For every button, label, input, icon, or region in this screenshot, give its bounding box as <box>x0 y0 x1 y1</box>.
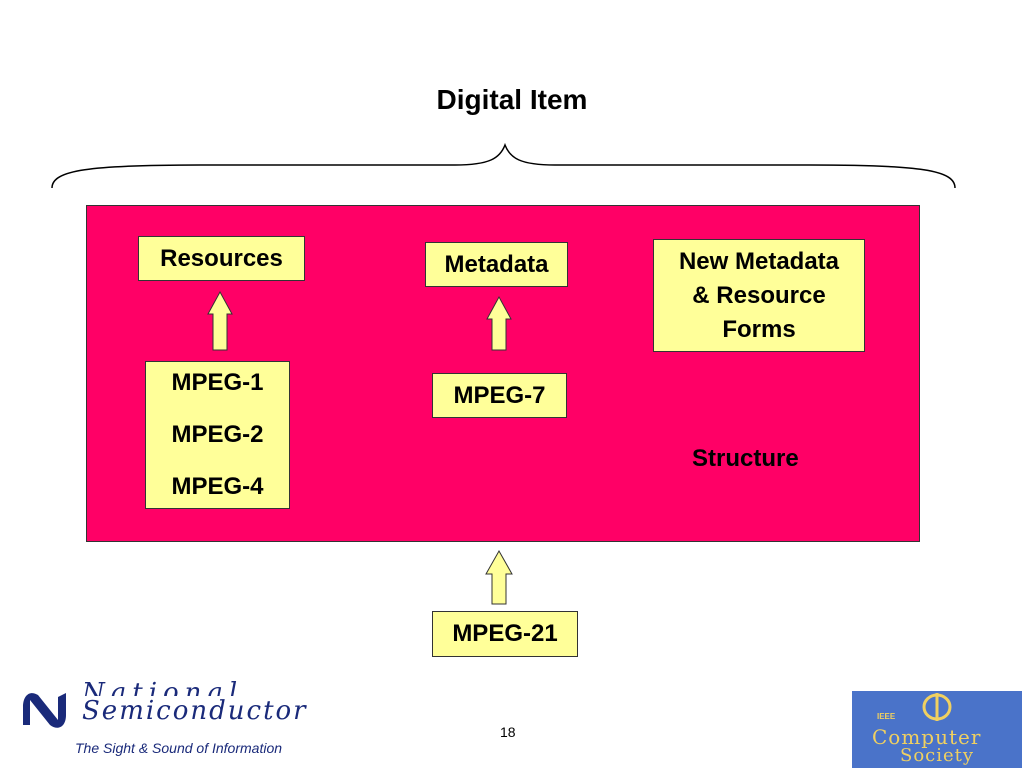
arrow-up-metadata <box>486 295 512 351</box>
resources-label: Resources <box>160 244 283 272</box>
computer-text: Computer <box>872 725 982 749</box>
metadata-label: Metadata <box>444 250 549 278</box>
new-metadata-line1: New Metadata <box>678 247 840 275</box>
mpeg21-box: MPEG-21 <box>432 611 578 657</box>
national-semiconductor-logo-icon <box>23 693 66 728</box>
new-metadata-line2: & Resource <box>692 281 826 309</box>
mpeg7-box: MPEG-7 <box>432 373 567 418</box>
society-text: Society <box>900 745 975 766</box>
mpeg1-label: MPEG-1 <box>171 369 264 396</box>
national-text: National <box>82 678 244 696</box>
mpeg21-label: MPEG-21 <box>452 620 558 647</box>
curly-brace <box>51 142 956 189</box>
slide-title: Digital Item <box>436 84 588 115</box>
mpeg7-label: MPEG-7 <box>453 381 546 409</box>
structure-label: Structure <box>692 445 799 472</box>
ieee-phi-icon <box>922 693 952 721</box>
mpeg4-label: MPEG-4 <box>171 473 264 500</box>
arrow-up-resources <box>207 290 233 351</box>
page-number: 18 <box>500 724 516 740</box>
semiconductor-text: Semiconductor <box>82 696 308 726</box>
metadata-box: Metadata <box>425 242 568 287</box>
national-semiconductor-wordmark: National Semiconductor <box>82 678 308 726</box>
new-metadata-line3: Forms <box>722 315 796 343</box>
mpeg-1-2-4-box: MPEG-1 MPEG-2 MPEG-4 <box>145 361 290 509</box>
mpeg2-label: MPEG-2 <box>171 421 264 448</box>
ieee-text: IEEE <box>877 712 896 721</box>
new-metadata-box: New Metadata & Resource Forms <box>653 239 865 352</box>
resources-box: Resources <box>138 236 305 281</box>
company-tagline: The Sight & Sound of Information <box>75 740 283 756</box>
arrow-up-structure <box>485 549 513 605</box>
